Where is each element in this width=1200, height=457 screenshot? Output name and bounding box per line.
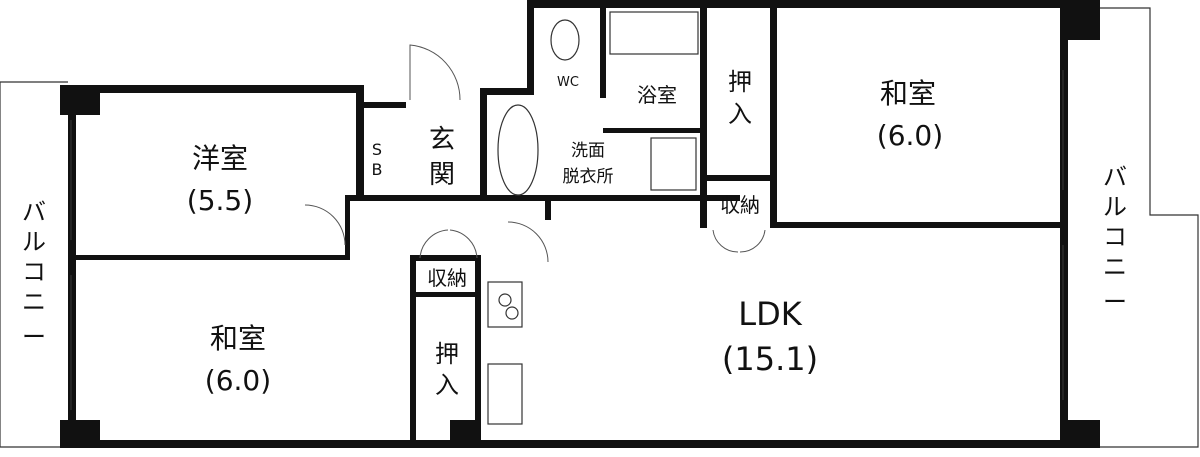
- door-icon: [507, 221, 549, 263]
- balcony-left-char: ー: [22, 323, 46, 351]
- door-icon: [304, 204, 346, 246]
- closet-right-label-2: 入: [728, 100, 752, 128]
- closet-right-label-1: 押: [728, 68, 752, 96]
- double-door-icon: [419, 229, 478, 259]
- balcony-right-char: ニ: [1103, 253, 1127, 281]
- entrance-label-1: 玄: [429, 125, 455, 155]
- walls: [60, 0, 1100, 448]
- closet-left-label-1: 押: [435, 340, 459, 368]
- balcony-left-char: ル: [22, 228, 46, 256]
- balcony-right-char: ル: [1103, 193, 1127, 221]
- shoe-box-label-1: S: [372, 140, 382, 159]
- closet-left-label-2: 入: [435, 371, 459, 399]
- balcony-left-char: バ: [22, 198, 46, 226]
- balcony-right-outline: [1068, 7, 1199, 448]
- ldk-name: LDK: [738, 295, 802, 333]
- shoe-box-label-2: B: [372, 160, 383, 179]
- balcony-left-char: ニ: [22, 288, 46, 316]
- balcony-left-char: コ: [22, 258, 46, 286]
- fixtures: [70, 11, 1064, 425]
- entrance-label-2: 関: [429, 160, 455, 190]
- balcony-left-label: バ ル コ ニ ー: [22, 198, 46, 351]
- bathroom-label: 浴室: [637, 83, 677, 107]
- balcony-right-char: バ: [1103, 163, 1127, 191]
- stove-icon: [487, 281, 523, 328]
- balcony-right-char: ー: [1103, 288, 1127, 316]
- double-door-icon: [712, 229, 766, 253]
- entrance-door-icon: [409, 44, 461, 101]
- sink-icon: [487, 363, 523, 425]
- storage-right-label: 収納: [720, 193, 760, 217]
- storage-left-label: 収納: [427, 266, 467, 290]
- washbasin-icon: [497, 104, 539, 196]
- toilet-icon: [550, 19, 580, 61]
- japanese-room-right-size: (6.0): [877, 119, 943, 152]
- western-room-name: 洋室: [192, 142, 248, 175]
- balcony-right-char: コ: [1103, 223, 1127, 251]
- balcony-right-label: バ ル コ ニ ー: [1103, 163, 1127, 316]
- washroom-label-1: 洗面: [571, 141, 605, 161]
- balcony-left-outline: [0, 81, 68, 448]
- bathtub-icon: [609, 11, 699, 55]
- washing-machine-icon: [650, 137, 697, 191]
- japanese-room-left-size: (6.0): [205, 364, 271, 397]
- japanese-room-left-name: 和室: [210, 322, 266, 355]
- western-room-size: (5.5): [187, 184, 253, 217]
- ldk-size: (15.1): [722, 340, 818, 378]
- washroom-label-2: 脱衣所: [563, 167, 614, 187]
- japanese-room-right-name: 和室: [880, 77, 936, 110]
- wc-label: WC: [557, 75, 579, 90]
